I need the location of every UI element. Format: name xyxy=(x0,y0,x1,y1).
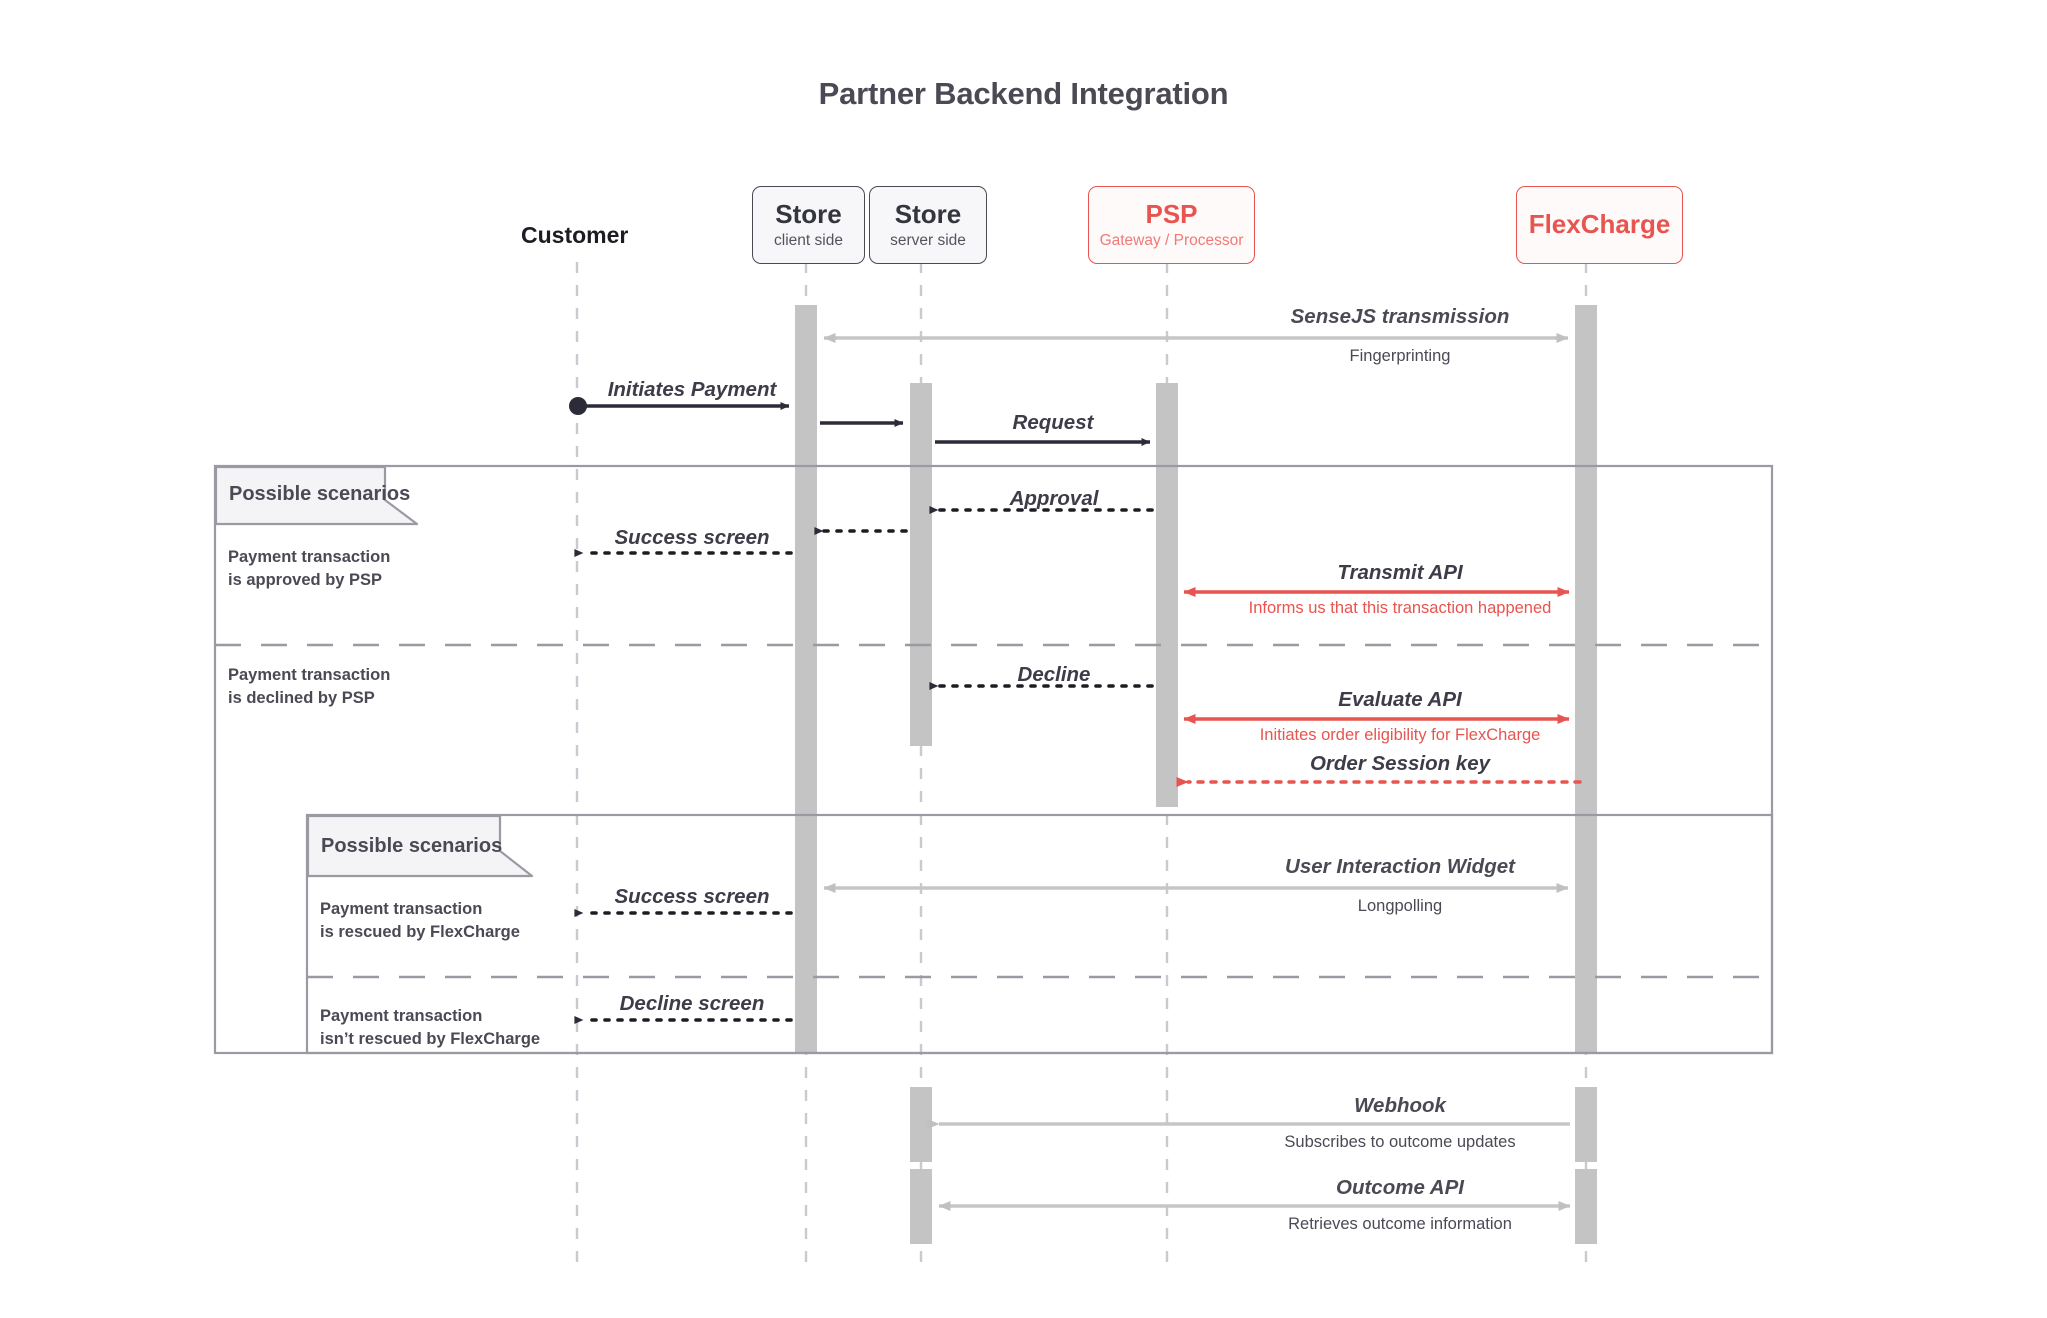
activation-store-client xyxy=(795,305,817,1052)
participant-psp-sub: Gateway / Processor xyxy=(1099,232,1244,250)
participant-store-client[interactable]: Store client side xyxy=(752,186,865,264)
message-label-success-screen-2: Success screen xyxy=(614,885,770,908)
activation-flexcharge-outcome xyxy=(1575,1169,1597,1244)
message-label-initiates-payment: Initiates Payment xyxy=(607,378,777,401)
participant-flexcharge[interactable]: FlexCharge xyxy=(1516,186,1683,264)
activation-store-server xyxy=(910,383,932,746)
participant-store-server[interactable]: Store server side xyxy=(869,186,987,264)
scenario-note-approved: Payment transaction is approved by PSP xyxy=(228,546,390,593)
activation-flexcharge-webhook xyxy=(1575,1087,1597,1162)
activation-store-server-webhook xyxy=(910,1087,932,1162)
message-sub-transmit-api: Informs us that this transaction happene… xyxy=(1248,599,1552,617)
scenario-note-not-rescued: Payment transaction isn’t rescued by Fle… xyxy=(320,1005,540,1052)
activation-psp xyxy=(1156,383,1178,807)
message-label-user-interaction-widget: User Interaction Widget xyxy=(1285,855,1515,878)
message-label-success-screen-1: Success screen xyxy=(614,526,770,549)
scenario-note-approved-line1: Payment transaction xyxy=(228,548,391,566)
scenario-note-declined: Payment transaction is declined by PSP xyxy=(228,664,390,711)
message-label-request: Request xyxy=(1012,411,1094,434)
message-sub-evaluate-api: Initiates order eligibility for FlexChar… xyxy=(1259,726,1541,744)
frame-outer-scenarios xyxy=(213,464,1774,1055)
message-label-sensejs: SenseJS transmission xyxy=(1290,305,1510,328)
scenario-note-rescued-line1: Payment transaction xyxy=(320,900,483,918)
message-label-decline: Decline xyxy=(1017,663,1091,686)
message-sub-webhook: Subscribes to outcome updates xyxy=(1284,1133,1516,1151)
participant-store-client-sub: client side xyxy=(774,232,843,250)
message-sub-sensejs: Fingerprinting xyxy=(1349,347,1451,365)
participant-store-server-name: Store xyxy=(894,199,962,230)
participant-store-client-name: Store xyxy=(775,199,842,230)
message-label-outcome-api: Outcome API xyxy=(1336,1176,1464,1199)
participant-flexcharge-name: FlexCharge xyxy=(1528,209,1671,240)
participant-psp[interactable]: PSP Gateway / Processor xyxy=(1088,186,1255,264)
participant-store-server-sub: server side xyxy=(890,232,966,250)
message-label-transmit-api: Transmit API xyxy=(1337,561,1463,584)
activation-store-server-outcome xyxy=(910,1169,932,1244)
message-sub-outcome-api: Retrieves outcome information xyxy=(1288,1215,1512,1233)
scenario-note-rescued-line2: is rescued by FlexCharge xyxy=(320,923,520,942)
participant-customer-label: Customer xyxy=(521,222,629,248)
activation-bars xyxy=(795,305,1597,1244)
activation-flexcharge xyxy=(1575,305,1597,1052)
message-label-evaluate-api: Evaluate API xyxy=(1338,688,1462,711)
participant-psp-name: PSP xyxy=(1145,199,1198,230)
message-label-webhook: Webhook xyxy=(1354,1094,1446,1117)
message-label-order-session-key: Order Session key xyxy=(1309,752,1491,775)
scenario-note-not-rescued-line1: Payment transaction xyxy=(320,1007,483,1025)
page-title: Partner Backend Integration xyxy=(818,76,1229,111)
frame-tag-outer: Possible scenarios xyxy=(229,483,411,505)
message-label-approval: Approval xyxy=(1009,487,1099,510)
scenario-note-rescued: Payment transaction is rescued by FlexCh… xyxy=(320,898,520,945)
scenario-note-declined-line1: Payment transaction xyxy=(228,666,391,684)
frame-tag-inner: Possible scenarios xyxy=(321,835,503,857)
scenario-note-declined-line2: is declined by PSP xyxy=(228,689,375,708)
arrow-initiates-payment xyxy=(569,397,790,415)
scenario-note-not-rescued-line2: isn’t rescued by FlexCharge xyxy=(320,1030,541,1049)
participant-customer: Customer xyxy=(521,222,628,249)
message-label-decline-screen: Decline screen xyxy=(619,992,765,1015)
scenario-note-approved-line2: is approved by PSP xyxy=(228,571,383,590)
message-sub-user-interaction-widget: Longpolling xyxy=(1357,897,1443,915)
frame-inner-scenarios xyxy=(305,813,1774,1055)
